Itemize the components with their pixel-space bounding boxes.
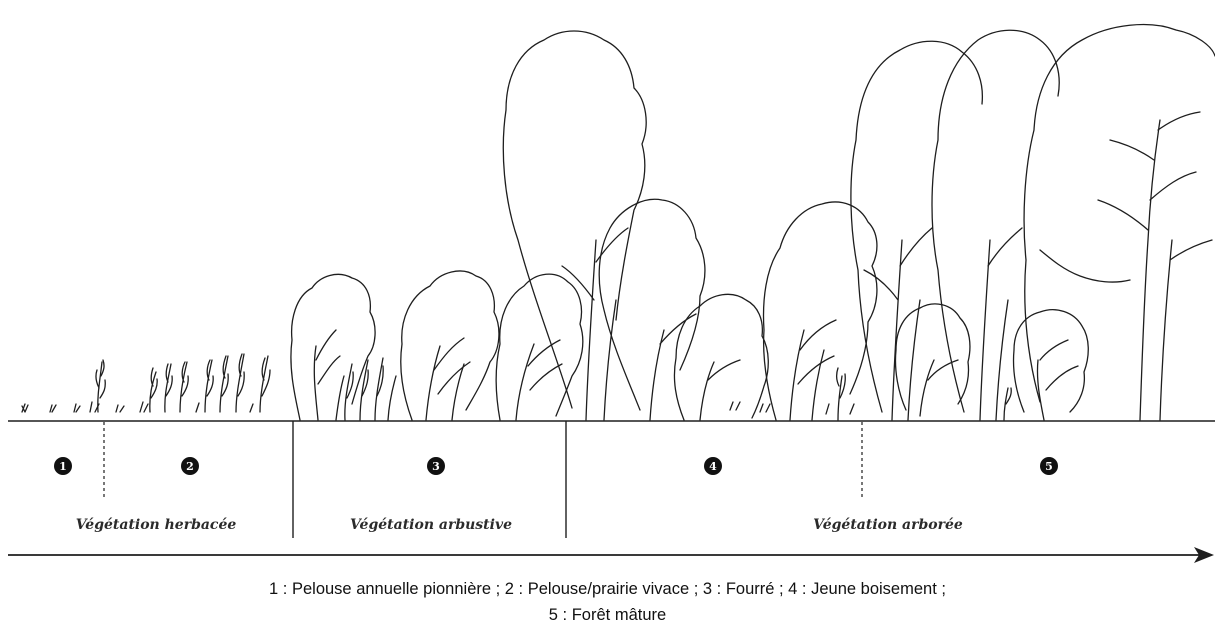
label-tree-vegetation: Végétation arborée	[813, 517, 963, 533]
svg-text:1: 1	[59, 460, 67, 473]
svg-text:3: 3	[432, 460, 440, 473]
tall-young-tree-1	[503, 31, 646, 420]
young-tree-3	[674, 294, 768, 420]
forest-herb	[1004, 388, 1011, 420]
perennial-grassland-plants	[140, 354, 270, 412]
legend-caption-line-2: 5 : Forêt mâture	[0, 606, 1215, 625]
zone-badge-4: 4	[704, 457, 722, 475]
mature-tree-1	[851, 41, 982, 420]
annual-pioneer-plants	[22, 360, 124, 412]
label-shrub-vegetation: Végétation arbustive	[350, 517, 512, 533]
zone-badge-5: 5	[1040, 457, 1058, 475]
succession-arrow	[8, 547, 1214, 563]
shrub-2	[401, 271, 499, 420]
zone-badge-3: 3	[427, 457, 445, 475]
shrub-1	[291, 274, 375, 420]
zone-badge-2: 2	[181, 457, 199, 475]
svg-text:2: 2	[186, 460, 194, 473]
shrub-zone-grasses	[345, 358, 396, 420]
zone-badge-1: 1	[54, 457, 72, 475]
young-tree-4	[764, 202, 877, 420]
svg-text:5: 5	[1045, 460, 1053, 473]
shrub-3	[496, 274, 583, 420]
mature-shrub-under	[895, 304, 969, 416]
label-herbaceous-vegetation: Végétation herbacée	[76, 517, 237, 533]
mature-tree-2	[932, 30, 1059, 420]
mature-tree-3	[1024, 25, 1215, 420]
svg-text:4: 4	[709, 460, 717, 473]
mature-shrub-under-2	[1013, 310, 1088, 420]
legend-caption-line-1: 1 : Pelouse annuelle pionnière ; 2 : Pel…	[0, 580, 1215, 599]
